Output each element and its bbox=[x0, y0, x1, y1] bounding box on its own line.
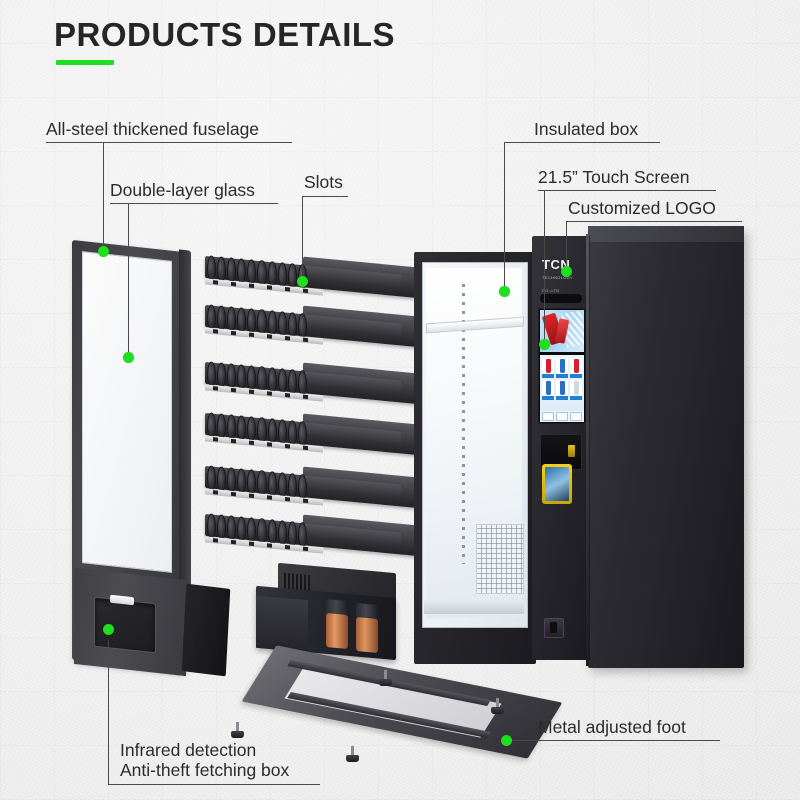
callout-underline bbox=[46, 142, 292, 144]
callout-underline bbox=[108, 784, 320, 786]
machine-lock[interactable] bbox=[544, 618, 564, 638]
callout-underline bbox=[506, 740, 720, 742]
screen-product-tile[interactable] bbox=[556, 380, 568, 400]
callout-label: Slots bbox=[304, 172, 343, 192]
callout-underline bbox=[532, 142, 660, 144]
callout-marker-dot bbox=[499, 286, 510, 297]
page-title: PRODUCTS DETAILS bbox=[54, 16, 396, 53]
callout-label: Metal adjusted foot bbox=[538, 717, 686, 737]
shelf-mount-holes bbox=[462, 284, 465, 564]
double-layer-glass-panel bbox=[82, 251, 172, 573]
callout-touch-screen: 21.5” Touch Screen bbox=[538, 167, 689, 187]
callout-anti-theft-fetching-box: Infrared detection Anti-theft fetching b… bbox=[120, 740, 289, 780]
callout-customized-logo: Customized LOGO bbox=[568, 198, 716, 218]
callout-underline bbox=[566, 221, 742, 223]
callout-marker-dot bbox=[103, 624, 114, 635]
spiral-shelf-stack bbox=[205, 255, 420, 560]
compressor-side-panel bbox=[256, 595, 308, 653]
machine-side-cabinet bbox=[588, 228, 744, 668]
screen-product-tile[interactable] bbox=[570, 380, 582, 400]
door-side-cabinet bbox=[181, 583, 231, 677]
metal-adjusted-foot bbox=[231, 722, 244, 739]
evaporator-vent-panel bbox=[476, 524, 524, 594]
callout-metal-adjusted-foot: Metal adjusted foot bbox=[538, 717, 686, 737]
payment-module[interactable] bbox=[542, 464, 572, 504]
callout-leader-line bbox=[128, 203, 130, 356]
insulated-box-bottom-lip bbox=[424, 600, 524, 614]
callout-leader-line bbox=[504, 142, 506, 290]
sensor-strip bbox=[540, 294, 582, 303]
copper-compressor-cylinder bbox=[356, 617, 378, 653]
metal-adjusted-foot bbox=[346, 746, 359, 763]
screen-product-grid[interactable] bbox=[540, 355, 584, 422]
callout-underline bbox=[538, 190, 716, 192]
glass-door-assembly bbox=[66, 238, 231, 690]
copper-compressor-cylinder bbox=[326, 613, 348, 649]
callout-marker-dot bbox=[561, 266, 572, 277]
callout-label: Double-layer glass bbox=[110, 180, 255, 200]
callout-marker-dot bbox=[501, 735, 512, 746]
vending-machine-body: TCN TECHNOLOGY CO.,LTD bbox=[414, 226, 744, 678]
callout-underline bbox=[302, 196, 348, 198]
callout-insulated-box: Insulated box bbox=[534, 119, 638, 139]
callout-leader-elbow bbox=[504, 142, 534, 144]
callout-leader-line bbox=[544, 190, 546, 343]
callout-leader-line bbox=[108, 640, 110, 784]
callout-label: 21.5” Touch Screen bbox=[538, 167, 690, 187]
callout-label: Insulated box bbox=[534, 119, 639, 139]
callout-marker-dot bbox=[123, 352, 134, 363]
shelf-row bbox=[205, 465, 418, 512]
shelf-row bbox=[205, 255, 418, 302]
machine-door-gap bbox=[586, 234, 589, 666]
callout-underline bbox=[110, 203, 278, 205]
callout-marker-dot bbox=[98, 246, 109, 257]
shelf-row bbox=[205, 412, 418, 459]
callout-marker-dot bbox=[539, 339, 550, 350]
callout-label: All-steel thickened fuselage bbox=[46, 119, 260, 139]
shelf-row bbox=[205, 513, 418, 560]
screen-product-tile[interactable] bbox=[542, 380, 554, 400]
metal-adjusted-foot bbox=[379, 670, 392, 687]
metal-base-frame bbox=[215, 645, 563, 766]
touch-screen-display[interactable] bbox=[538, 308, 586, 424]
machine-top-cover bbox=[588, 226, 744, 242]
brand-subtext: TECHNOLOGY CO.,LTD bbox=[542, 275, 573, 293]
callout-slots: Slots bbox=[304, 172, 343, 192]
shelf-row bbox=[205, 304, 418, 351]
callout-leader-line bbox=[566, 221, 568, 270]
screen-bottom-buttons[interactable] bbox=[540, 411, 584, 422]
screen-product-tile[interactable] bbox=[556, 358, 568, 378]
callout-label: Infrared detection bbox=[120, 740, 257, 760]
callout-label: Anti-theft fetching box bbox=[120, 760, 290, 780]
callout-double-layer-glass: Double-layer glass bbox=[110, 180, 255, 200]
title-underline-accent bbox=[56, 60, 114, 65]
callout-label: Customized LOGO bbox=[568, 198, 716, 218]
callout-all-steel-fuselage: All-steel thickened fuselage bbox=[46, 119, 259, 139]
screen-product-tile[interactable] bbox=[570, 358, 582, 378]
shelf-row bbox=[205, 361, 418, 408]
metal-adjusted-foot bbox=[491, 698, 504, 715]
callout-leader-line bbox=[302, 196, 304, 280]
callout-leader-line bbox=[103, 142, 105, 250]
screen-product-tile[interactable] bbox=[542, 358, 554, 378]
callout-marker-dot bbox=[297, 276, 308, 287]
